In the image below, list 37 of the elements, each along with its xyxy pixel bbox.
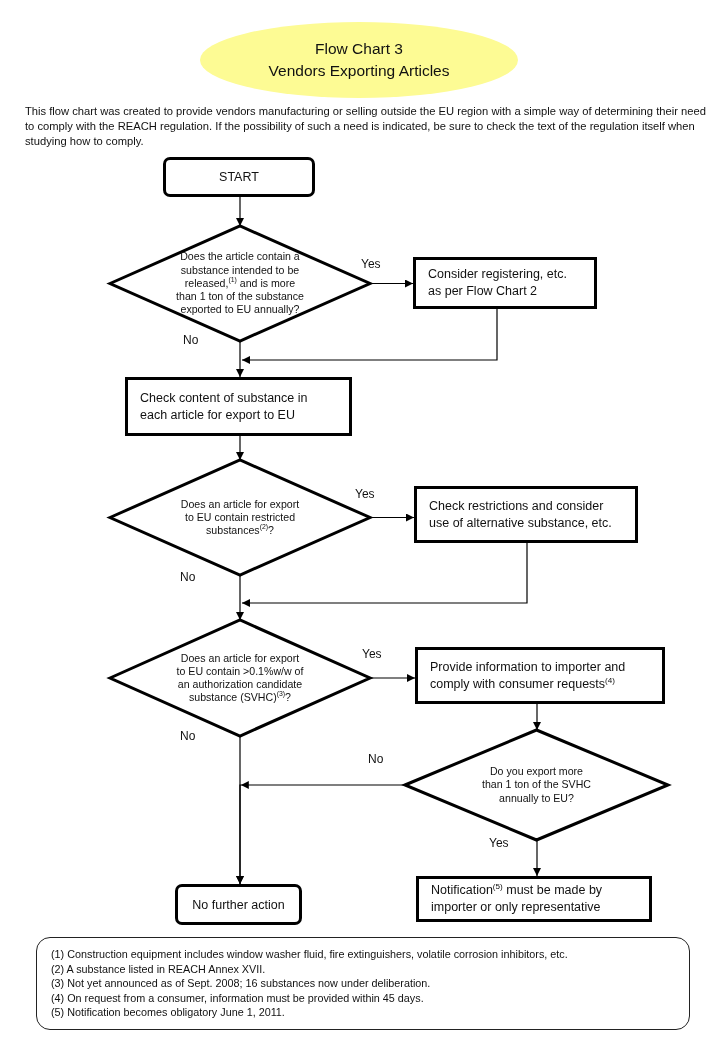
box-text: Check restrictions and consider use of alternative substance, etc. [429, 497, 613, 532]
arrow [236, 574, 244, 621]
box-text: Notification$^{(5)}$ must be made by importer or only representative [431, 882, 604, 916]
terminal-box [163, 157, 315, 197]
edge-label: Yes [489, 836, 509, 850]
box-text: Consider registering, etc. as per Flow Chart 2 [428, 266, 568, 300]
footnote-text: (1) Construction equipment includes window washer fluid, fire extinguishers, volatile corrosion inhibitors, etc. [51, 947, 568, 962]
notes-box [36, 937, 690, 1030]
intro-paragraph: This flow chart was created to provide vendors manufacturing or selling outside the EU region with a simple way of determining their need to comply with the REACH regulation. If the possibility of such a need is indicated, be sure to check the text of the regulation itself when studying how to comply. [25, 104, 707, 149]
process-box [415, 647, 665, 704]
arrow [533, 839, 541, 877]
process-box [416, 876, 652, 922]
arrow [236, 196, 244, 227]
box-text: Check content of substance in each article for export to EU [140, 389, 309, 424]
edge-label: Yes [362, 647, 382, 661]
footnote-text: (3) Not yet announced as of Sept. 2008; 16 substances now under deliberation. [51, 976, 431, 991]
arrow [533, 703, 541, 731]
terminal-text: No further action [192, 897, 285, 912]
process-box [414, 486, 638, 543]
title-text: Vendors Exporting Articles [268, 61, 450, 81]
question-text: Does an article for export to EU contain >0.1%w/w of an authorization candidate substance (SVHC)$^{(3)}$? [176, 651, 304, 705]
arrow [241, 542, 528, 607]
edge-label: No [180, 729, 196, 743]
process-box [125, 377, 352, 436]
title-text: Flow Chart 3 [315, 39, 403, 60]
footnote-text: (2) A substance listed in REACH Annex XVII. [51, 961, 266, 977]
question-text: Do you export more than 1 ton of the SVHC annually to EU? [481, 765, 592, 805]
process-box [413, 257, 597, 309]
terminal-text: START [219, 170, 259, 184]
arrow [241, 308, 498, 364]
footnote-text: (4) On request from a consumer, information must be provided within 45 days. [51, 990, 424, 1006]
footnote-text: (5) Notification becomes obligatory June 1, 2011. [51, 1005, 285, 1020]
edge-label: No [368, 752, 384, 766]
terminal-box [175, 884, 302, 925]
arrow [236, 340, 244, 378]
box-text: Provide information to importer and comply with consumer requests$^{(4)}$ [430, 658, 627, 693]
arrow [236, 435, 244, 461]
